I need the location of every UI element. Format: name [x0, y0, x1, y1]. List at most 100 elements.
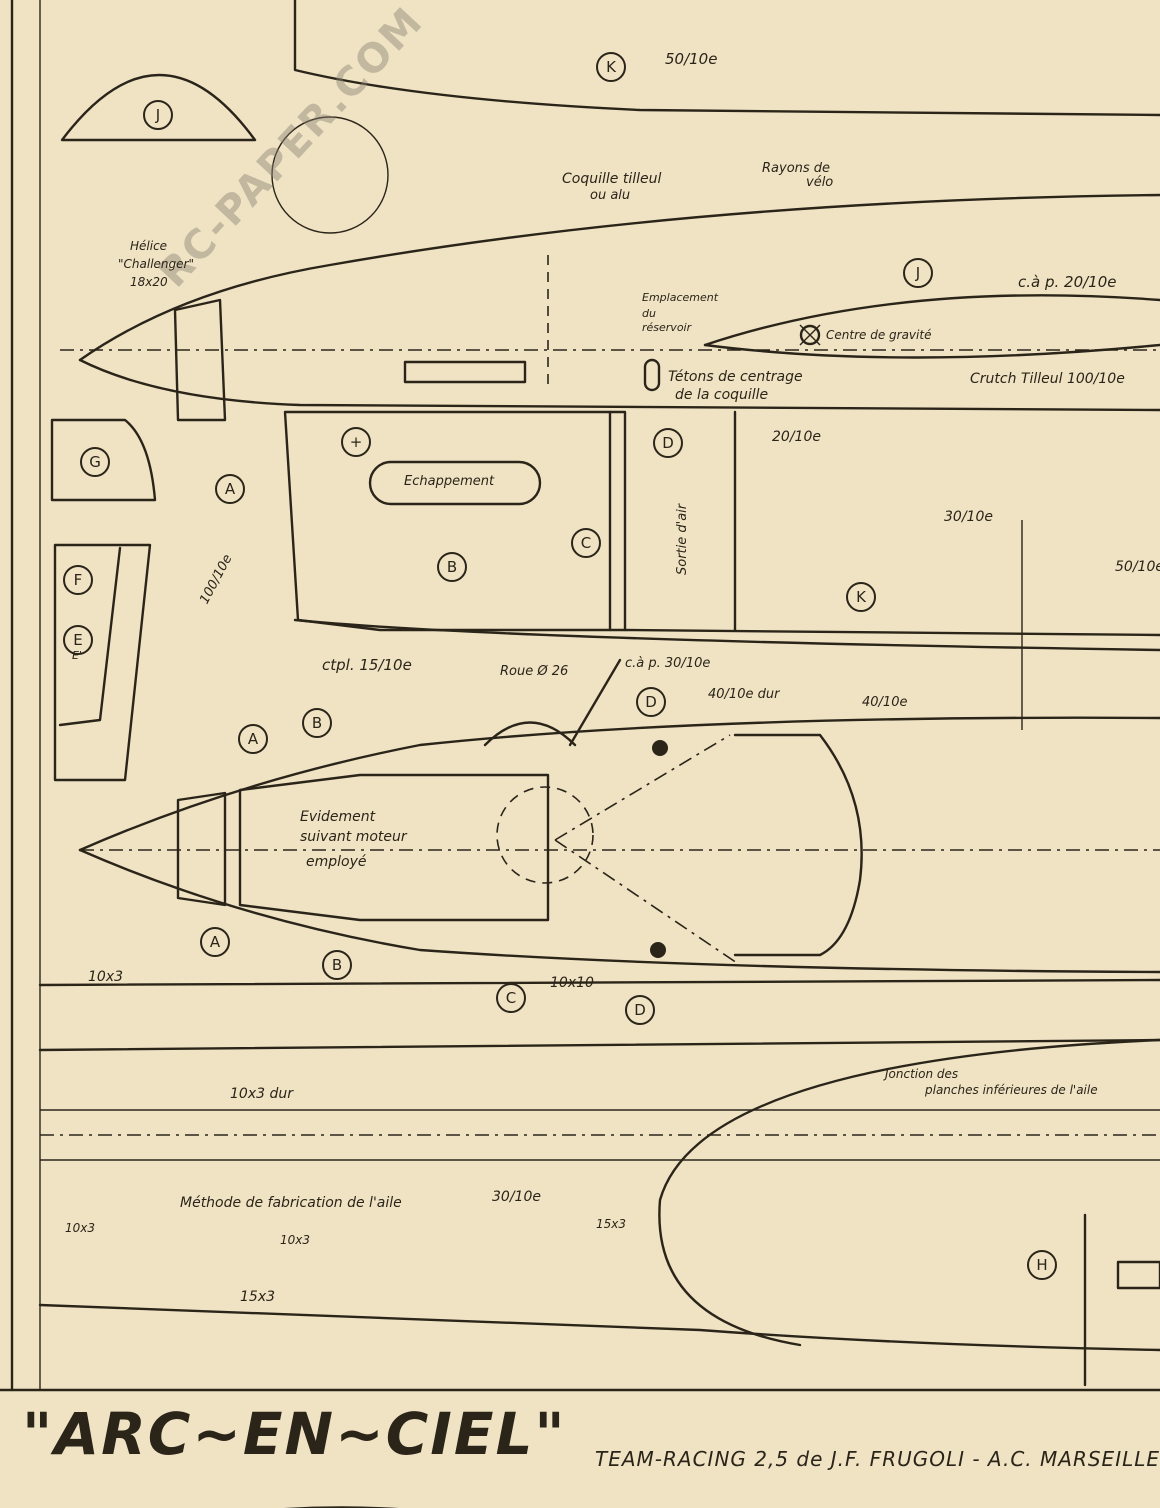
- wing-profile-top: [703, 294, 1160, 347]
- marker-d-plan: D: [636, 687, 666, 717]
- marker-k-top: K: [596, 52, 626, 82]
- marker-f: F: [63, 565, 93, 595]
- label-evidement-3: employé: [306, 854, 367, 870]
- d-line-top: [554, 734, 731, 841]
- label-30: 30/10e: [944, 509, 993, 525]
- part-k-top-outline: [293, 0, 1160, 117]
- marker-d-side: D: [653, 428, 683, 458]
- nose-block-plan: [176, 791, 227, 907]
- label-coquille: Coquille tilleul: [562, 171, 662, 187]
- label-cg: Centre de gravité: [826, 328, 932, 342]
- wheel-outline: [483, 721, 577, 747]
- label-roue: Roue Ø 26: [500, 664, 569, 679]
- marker-a-plan-low: A: [200, 927, 230, 957]
- marker-a-plan: A: [238, 724, 268, 754]
- crutch-block: [403, 360, 527, 384]
- label-coquille-2: ou alu: [590, 188, 631, 203]
- label-evidement-2: suivant moteur: [300, 829, 407, 845]
- leading-edge-strip: [38, 978, 1160, 987]
- label-method-15x3-b: 15x3: [240, 1289, 276, 1305]
- exhaust-slot: [368, 460, 542, 506]
- label-cap30: c.à p. 30/10e: [625, 656, 711, 671]
- label-jonction-2: planches inférieures de l'aile: [925, 1083, 1098, 1097]
- label-cap20: c.à p. 20/10e: [1018, 273, 1117, 291]
- marker-b-plan: B: [302, 708, 332, 738]
- wing-trailing: [38, 1303, 1160, 1352]
- tank-plan-outline: [733, 733, 863, 957]
- wing-profile-bottom: [703, 343, 1160, 359]
- label-10x3-dur: 10x3 dur: [230, 1086, 293, 1102]
- label-d20: 20/10e: [772, 429, 821, 445]
- label-40-dur: 40/10e dur: [708, 687, 780, 702]
- fuselage-side-bottom: [78, 358, 1160, 412]
- d-hole-top: [652, 740, 668, 756]
- d-line-bottom: [554, 839, 741, 966]
- label-tetons-2: de la coquille: [675, 387, 769, 403]
- label-method-15x3-a: 15x3: [596, 1217, 627, 1231]
- label-rayons: Rayons de: [762, 161, 831, 176]
- label-crutch: Crutch Tilleul 100/10e: [970, 371, 1125, 387]
- wing-tip-curve: [658, 1038, 1160, 1347]
- marker-g: G: [80, 447, 110, 477]
- part-f-inner: [58, 546, 122, 727]
- cg-symbol: [799, 324, 821, 346]
- label-helice-3: 18x20: [130, 275, 168, 289]
- label-method-10x3-a: 10x3: [65, 1221, 96, 1235]
- marker-a-side: A: [215, 474, 245, 504]
- label-k-thickness: 50/10e: [665, 50, 718, 68]
- tank-box: [283, 410, 627, 632]
- label-evidement: Evidement: [300, 809, 376, 825]
- watermark-device: [271, 116, 389, 234]
- marker-c-plan: C: [496, 983, 526, 1013]
- marker-plus: +: [341, 427, 371, 457]
- label-method-10x3-b: 10x3: [280, 1233, 311, 1247]
- wing-upper-edge: [38, 1038, 1160, 1052]
- marker-c-side: C: [571, 528, 601, 558]
- d-hole-bottom: [650, 942, 666, 958]
- part-k-lower: [293, 618, 1160, 652]
- part-f-outline: [53, 543, 152, 782]
- label-helice: Hélice: [130, 239, 168, 253]
- label-echappement: Echappement: [404, 474, 495, 489]
- part-j-outline: [60, 74, 257, 142]
- wheel-circle: [496, 786, 594, 884]
- label-50: 50/10e: [1115, 559, 1160, 575]
- cg-cross-b: [799, 324, 821, 346]
- label-10x3: 10x3: [88, 969, 124, 985]
- label-emplacement-3: réservoir: [642, 321, 692, 334]
- part-g-outline: [50, 418, 157, 502]
- marker-j-side: J: [903, 258, 933, 288]
- label-40: 40/10e: [862, 695, 908, 710]
- label-helice-2: "Challenger": [118, 257, 194, 271]
- nose-block-side: [173, 298, 227, 422]
- gear-leg: [568, 658, 622, 747]
- label-rayons-2: vélo: [806, 175, 834, 190]
- fuselage-plan-bottom: [78, 848, 1160, 974]
- crutch-lower: [623, 628, 1160, 637]
- marker-b-plan-low: B: [322, 950, 352, 980]
- marker-b-side: B: [437, 552, 467, 582]
- marker-d-plan-low: D: [625, 995, 655, 1025]
- plan-title: "ARC~EN~CIEL": [22, 1400, 567, 1468]
- label-10x10: 10x10: [550, 975, 594, 991]
- plan-subtitle: TEAM-RACING 2,5 de J.F. FRUGOLI - A.C. M…: [595, 1447, 1160, 1471]
- engine-cutout: [238, 773, 550, 922]
- label-e-prime: E': [72, 649, 82, 662]
- label-sortie-air: Sortie d'air: [675, 503, 690, 575]
- label-method-30: 30/10e: [492, 1189, 541, 1205]
- part-h-block: [1116, 1260, 1160, 1290]
- marker-e: E: [63, 625, 93, 655]
- marker-j-top: J: [143, 100, 173, 130]
- label-jonction: Jonction des: [885, 1067, 959, 1081]
- fuselage-side-top: [78, 193, 1160, 362]
- label-methode: Méthode de fabrication de l'aile: [180, 1195, 402, 1211]
- tetons-peg: [643, 358, 661, 392]
- label-ctpl: ctpl. 15/10e: [322, 656, 412, 674]
- label-emplacement: Emplacement: [642, 291, 719, 304]
- marker-k-side: K: [846, 582, 876, 612]
- label-tetons: Tétons de centrage: [668, 369, 803, 385]
- marker-h: H: [1027, 1250, 1057, 1280]
- label-emplacement-2: du: [642, 307, 656, 320]
